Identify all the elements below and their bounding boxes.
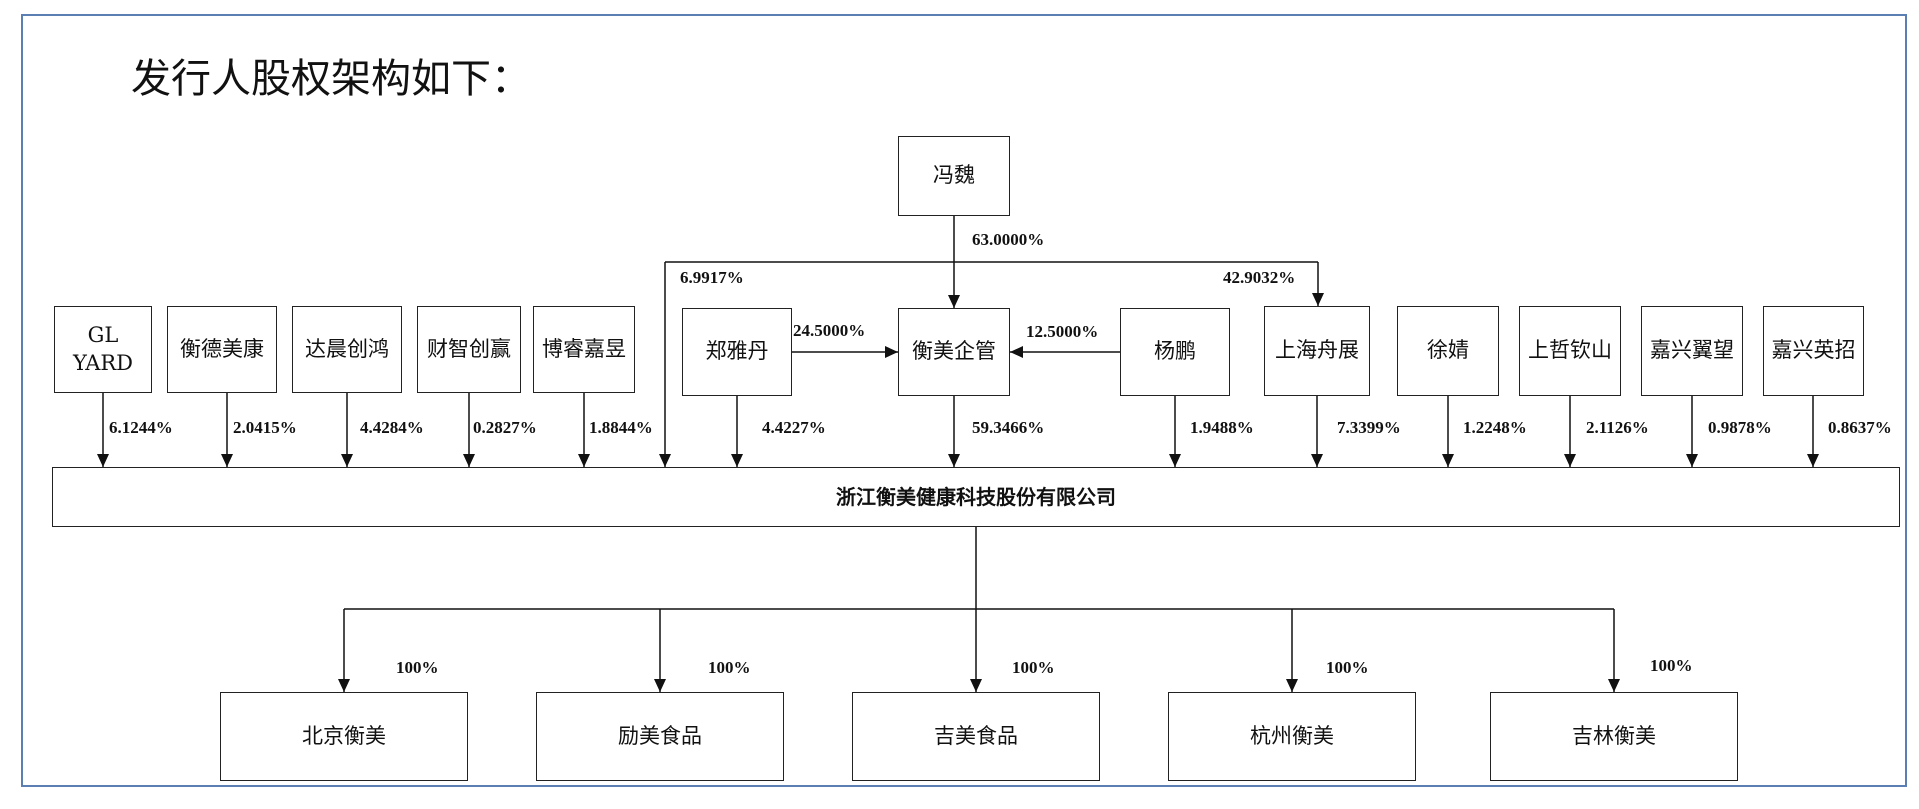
pct-label-subsidiary: 100%	[1012, 658, 1055, 677]
issuer-box: 浙江衡美健康科技股份有限公司	[52, 467, 1900, 527]
subsidiary-box: 杭州衡美	[1168, 692, 1416, 781]
top-holder-box: 冯魏	[898, 136, 1010, 216]
pct-label-top-to-issuer: 6.9917%	[680, 268, 744, 287]
arrowhead	[1807, 454, 1819, 467]
arrowhead	[654, 679, 666, 692]
shareholder-box: 衡德美康	[167, 306, 277, 393]
pct-label-shareholder: 59.3466%	[972, 418, 1045, 437]
pct-label-shareholder: 4.4227%	[762, 418, 826, 437]
shareholder-yang-box: 杨鹏	[1120, 308, 1230, 396]
subsidiary-box: 吉美食品	[852, 692, 1100, 781]
shareholder-box: 上海舟展	[1264, 306, 1370, 396]
arrowhead	[341, 454, 353, 467]
pct-label-shareholder: 0.2827%	[473, 418, 537, 437]
arrowhead	[578, 454, 590, 467]
arrowhead	[659, 454, 671, 467]
arrowhead	[1442, 454, 1454, 467]
shareholder-box: 嘉兴翼望	[1641, 306, 1743, 396]
arrowhead	[731, 454, 743, 467]
subsidiary-box: 北京衡美	[220, 692, 468, 781]
document-frame	[21, 14, 1907, 787]
arrowhead	[97, 454, 109, 467]
arrowhead	[1169, 454, 1181, 467]
arrowhead	[1686, 454, 1698, 467]
subsidiary-box: 励美食品	[536, 692, 784, 781]
arrowhead	[338, 679, 350, 692]
shareholder-box: 徐婧	[1397, 306, 1499, 396]
shareholder-hengmei-box: 衡美企管	[898, 308, 1010, 396]
pct-label-shareholder: 6.1244%	[109, 418, 173, 437]
pct-label-subsidiary: 100%	[1326, 658, 1369, 677]
pct-label-top-to-shanghai: 42.9032%	[1223, 268, 1296, 287]
arrowhead	[463, 454, 475, 467]
arrowhead	[1311, 454, 1323, 467]
arrowhead	[885, 346, 898, 358]
arrowhead	[221, 454, 233, 467]
shareholder-box: GL YARD	[54, 306, 152, 393]
subsidiary-box: 吉林衡美	[1490, 692, 1738, 781]
arrowhead	[948, 454, 960, 467]
shareholder-box: 达晨创鸿	[292, 306, 402, 393]
pct-label-top-to-hengmei: 63.0000%	[972, 230, 1045, 249]
shareholder-box: 博睿嘉昱	[533, 306, 635, 393]
shareholder-box: 财智创赢	[417, 306, 521, 393]
pct-label-subsidiary: 100%	[396, 658, 439, 677]
shareholder-zheng-box: 郑雅丹	[682, 308, 792, 396]
pct-label-shareholder: 2.0415%	[233, 418, 297, 437]
page-title: 发行人股权架构如下：	[131, 56, 531, 102]
arrowhead	[1608, 679, 1620, 692]
pct-label-shareholder: 0.9878%	[1708, 418, 1772, 437]
pct-label-shareholder: 2.1126%	[1586, 418, 1649, 437]
arrowhead	[1312, 293, 1324, 306]
arrowhead	[948, 295, 960, 308]
pct-label-zheng-to-hengmei: 24.5000%	[793, 321, 866, 340]
pct-label-shareholder: 1.9488%	[1190, 418, 1254, 437]
pct-label-shareholder: 4.4284%	[360, 418, 424, 437]
pct-label-shareholder: 7.3399%	[1337, 418, 1401, 437]
pct-label-yang-to-hengmei: 12.5000%	[1026, 322, 1099, 341]
shareholder-box: 上哲钦山	[1519, 306, 1621, 396]
arrowhead	[1010, 346, 1023, 358]
arrowhead	[1564, 454, 1576, 467]
shareholder-box: 嘉兴英招	[1763, 306, 1864, 396]
pct-label-subsidiary: 100%	[1650, 656, 1693, 675]
pct-label-subsidiary: 100%	[708, 658, 751, 677]
pct-label-shareholder: 1.8844%	[589, 418, 653, 437]
pct-label-shareholder: 0.8637%	[1828, 418, 1892, 437]
arrowhead	[1286, 679, 1298, 692]
pct-label-shareholder: 1.2248%	[1463, 418, 1527, 437]
arrowhead	[970, 679, 982, 692]
